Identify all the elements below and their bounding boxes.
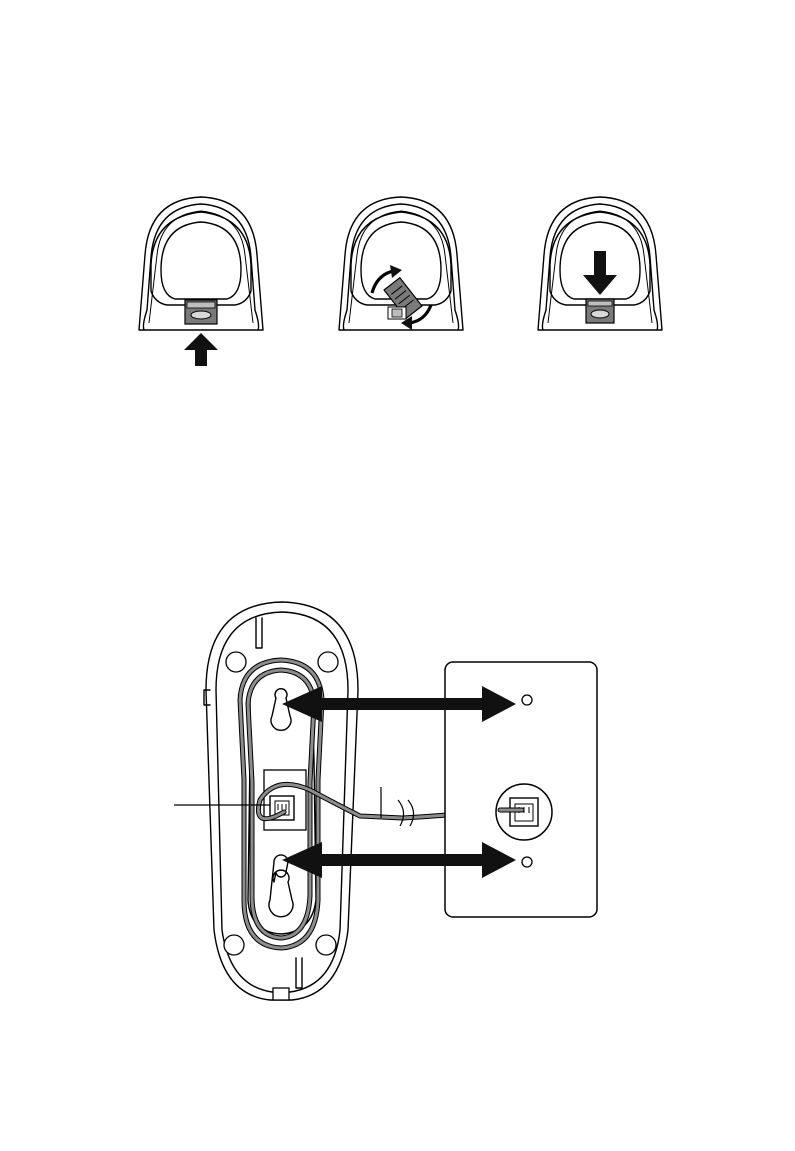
figure-step-insert-clip	[139, 197, 263, 366]
keyhole-slot-top	[271, 689, 291, 731]
keyhole-slot-bottom	[269, 855, 293, 917]
arrow-up-icon	[184, 333, 218, 366]
belt-clip-installed	[586, 299, 614, 323]
figure-step-push-clip-down	[538, 197, 662, 330]
wall-screw-top	[522, 695, 532, 705]
wall-screw-bottom	[522, 857, 532, 867]
figure-step-rotate-clip	[339, 197, 463, 330]
belt-clip	[185, 300, 217, 324]
arrow-down-icon	[583, 251, 617, 295]
wall-mount-diagram	[174, 602, 597, 1000]
